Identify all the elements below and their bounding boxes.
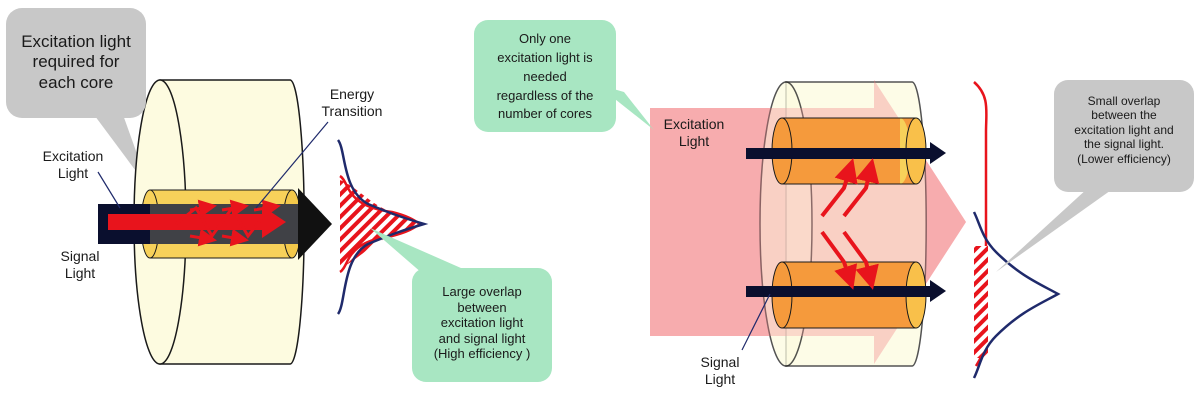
excitation-pointer-left: [97, 171, 121, 209]
signal-light-label-left: Signal Light: [60, 248, 100, 281]
callout-small-overlap-text: Small overlap between the excitation lig…: [1074, 94, 1174, 166]
signal-light-label-right: Signal Light: [700, 354, 740, 387]
callout-only-one-excitation-text: Only one excitation light is needed rega…: [496, 31, 594, 122]
callout-tail-right-gray: [996, 188, 1114, 272]
callout-only-one-excitation: [474, 20, 616, 132]
signal-pointer-right: [741, 293, 771, 351]
excitation-light-label-right: Excitation Light: [663, 116, 725, 149]
energy-pointer-left: [255, 121, 329, 209]
callout-large-overlap-text: Large overlap between excitation light a…: [433, 284, 531, 362]
signal-arrow-top-right: [746, 142, 946, 164]
callout-excitation-per-core: [6, 8, 146, 118]
energy-transition-arrows-left: [175, 199, 281, 247]
excitation-light-label-left: Excitation Light: [42, 148, 104, 181]
energy-transition-arrows-right: [820, 158, 880, 290]
energy-transition-label: Energy Transition: [321, 86, 383, 119]
mode-profile-left: [336, 139, 429, 315]
callout-small-overlap: [1054, 80, 1194, 192]
callout-tail-left-green: [370, 228, 470, 280]
callout-excitation-per-core-text: Excitation light required for each core: [21, 32, 131, 92]
signal-arrow-bottom-right: [746, 280, 946, 302]
mode-profile-right: [972, 81, 1061, 379]
callout-large-overlap: [412, 268, 552, 382]
